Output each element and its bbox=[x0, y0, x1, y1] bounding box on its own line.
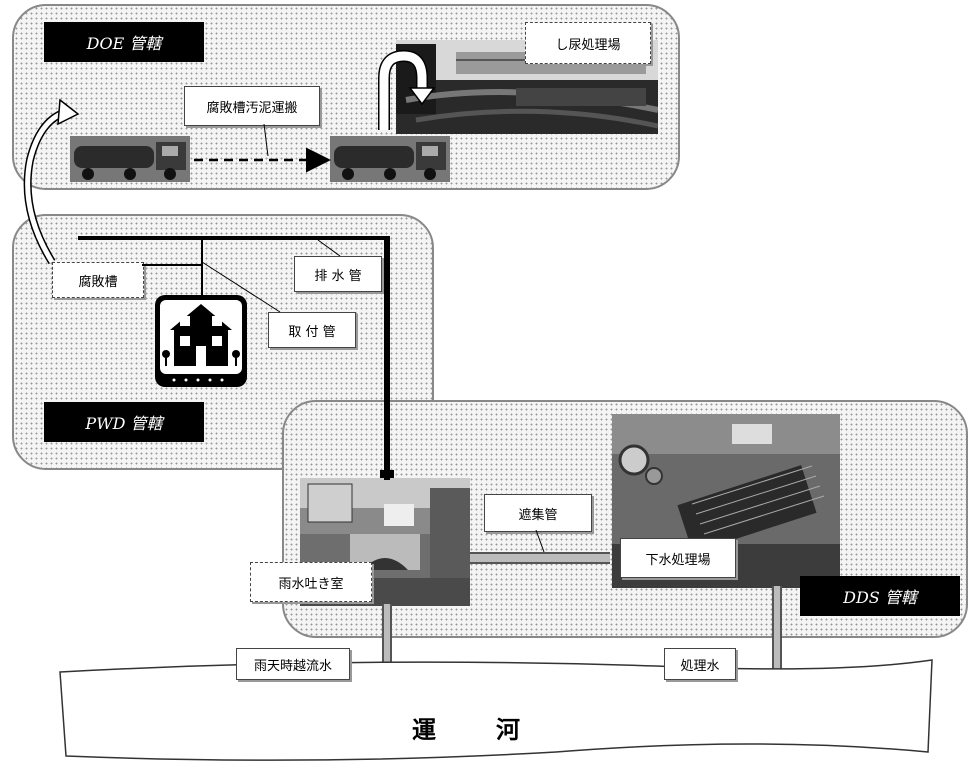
unload-arrow bbox=[384, 56, 434, 130]
transport-arrow bbox=[194, 124, 326, 160]
drain-pipe-network bbox=[78, 236, 394, 480]
septic-pump-arrow bbox=[28, 100, 78, 262]
